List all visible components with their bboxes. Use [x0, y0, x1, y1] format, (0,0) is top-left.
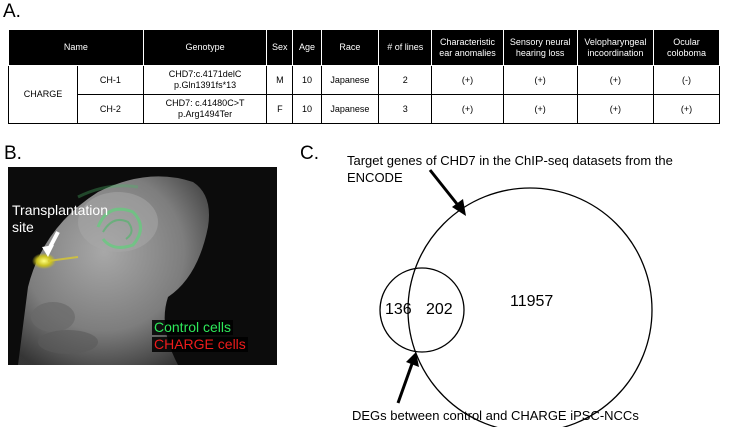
panel-label-b: B. [4, 143, 22, 164]
row-velo: (+) [576, 65, 655, 95]
header-age: Age [292, 29, 322, 66]
header-hearing: Sensory neural hearing loss [502, 29, 578, 66]
row-ocular: (-) [653, 65, 720, 95]
header-sex: Sex [266, 29, 294, 66]
row-sex: F [266, 94, 294, 124]
header-velo: Velopharyngeal incoordination [576, 29, 655, 66]
panel-label-c: C. [300, 143, 319, 164]
transplantation-site-label: Transplantation site [12, 202, 108, 235]
row-id: CH-2 [77, 94, 144, 124]
row-ocular: (+) [653, 94, 720, 124]
deg-only-count: 136 [385, 301, 412, 318]
table-header-row: Name Genotype Sex Age Race # of lines Ch… [8, 29, 720, 66]
row-race: Japanese [320, 94, 380, 124]
venn-circle-chip-targets [407, 187, 653, 427]
venn-circle-degs [379, 267, 465, 353]
chip-only-count: 11957 [510, 293, 554, 310]
row-velo: (+) [576, 94, 655, 124]
row-lines: 3 [378, 94, 433, 124]
header-lines: # of lines [378, 29, 433, 66]
row-ear: (+) [431, 94, 504, 124]
overlap-count: 202 [426, 301, 453, 318]
header-race: Race [320, 29, 380, 66]
deg-label: DEGs between control and CHARGE iPSC-NCC… [352, 408, 639, 423]
header-genotype: Genotype [142, 29, 268, 66]
row-hearing: (+) [502, 94, 578, 124]
header-ocular: Ocular coloboma [653, 29, 720, 66]
legend-control-cells: Control cells [152, 319, 234, 335]
row-id: CH-1 [77, 65, 144, 95]
embryo-fluorescence-image: Transplantation site Control cells CHARG… [8, 167, 277, 365]
row-hearing: (+) [502, 65, 578, 95]
chip-target-label: Target genes of CHD7 in the ChIP-seq dat… [347, 153, 673, 185]
panel-label-a: A. [3, 1, 21, 22]
arrow-to-deg-circle [396, 352, 419, 404]
arrow-to-target-circle [428, 169, 466, 216]
group-cell: CHARGE [8, 65, 78, 124]
row-age: 10 [292, 65, 322, 95]
legend-charge-cells: CHARGE cells [152, 336, 248, 352]
patient-table: Name Genotype Sex Age Race # of lines Ch… [8, 29, 720, 124]
row-age: 10 [292, 94, 322, 124]
header-ear: Characteristic ear anomalies [431, 29, 504, 66]
